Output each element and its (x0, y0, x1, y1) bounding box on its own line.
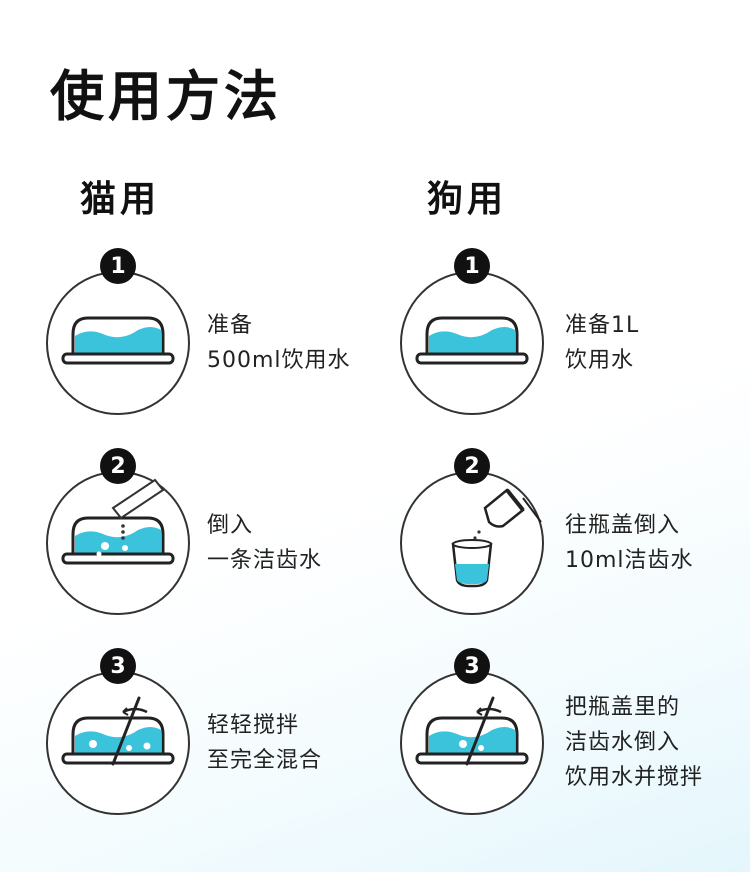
cat-step-1-text: 准备 500ml饮用水 (207, 308, 351, 378)
stir-stick-icon (465, 696, 502, 766)
cat-step-1-line-2: 500ml饮用水 (207, 348, 351, 373)
step-number-badge: 3 (454, 648, 490, 684)
step-number-badge: 1 (454, 248, 490, 284)
cat-step-1-line-1: 准备 (207, 313, 254, 338)
dog-step-3-text: 把瓶盖里的 洁齿水倒入 饮用水并搅拌 (565, 690, 703, 795)
dog-step-3-illustration: 3 (397, 648, 547, 818)
dog-step-1-line-2: 饮用水 (565, 348, 635, 373)
cat-step-3-text: 轻轻搅拌 至完全混合 (207, 708, 322, 778)
page-title: 使用方法 (50, 65, 282, 128)
dog-step-3-line-3: 饮用水并搅拌 (565, 765, 704, 790)
step-number-badge: 2 (100, 448, 136, 484)
cat-heading: 猫用 (80, 179, 161, 220)
dog-step-2-illustration: 2 (397, 448, 547, 618)
cat-step-3-line-1: 轻轻搅拌 (207, 713, 300, 738)
dog-step-1-line-1: 准备1L (565, 313, 640, 338)
step-number-badge: 1 (100, 248, 136, 284)
dog-step-2-line-2: 10ml洁齿水 (565, 548, 694, 573)
step-number-badge: 2 (454, 448, 490, 484)
step-number-badge: 3 (100, 648, 136, 684)
cat-step-3-illustration: 3 (43, 648, 193, 818)
dog-step-3-line-1: 把瓶盖里的 (565, 695, 681, 720)
dog-step-1-illustration: 1 (397, 248, 547, 418)
dog-step-1-text: 准备1L 饮用水 (565, 308, 639, 378)
bottle-cap-icon (483, 488, 542, 528)
cup-icon (451, 539, 493, 588)
dog-heading: 狗用 (427, 179, 508, 220)
dog-step-3-line-2: 洁齿水倒入 (565, 730, 681, 755)
cat-step-2-illustration: 2 (43, 448, 193, 618)
cat-step-1-illustration: 1 (43, 248, 193, 418)
cat-step-2-line-2: 一条洁齿水 (207, 548, 323, 573)
cat-step-2-line-1: 倒入 (207, 513, 254, 538)
dog-step-2-line-1: 往瓶盖倒入 (565, 513, 681, 538)
dog-step-2-text: 往瓶盖倒入 10ml洁齿水 (565, 508, 694, 578)
sachet-icon (111, 478, 165, 520)
cat-step-2-text: 倒入 一条洁齿水 (207, 508, 322, 578)
stir-stick-icon (111, 696, 148, 766)
cat-step-3-line-2: 至完全混合 (207, 748, 323, 773)
